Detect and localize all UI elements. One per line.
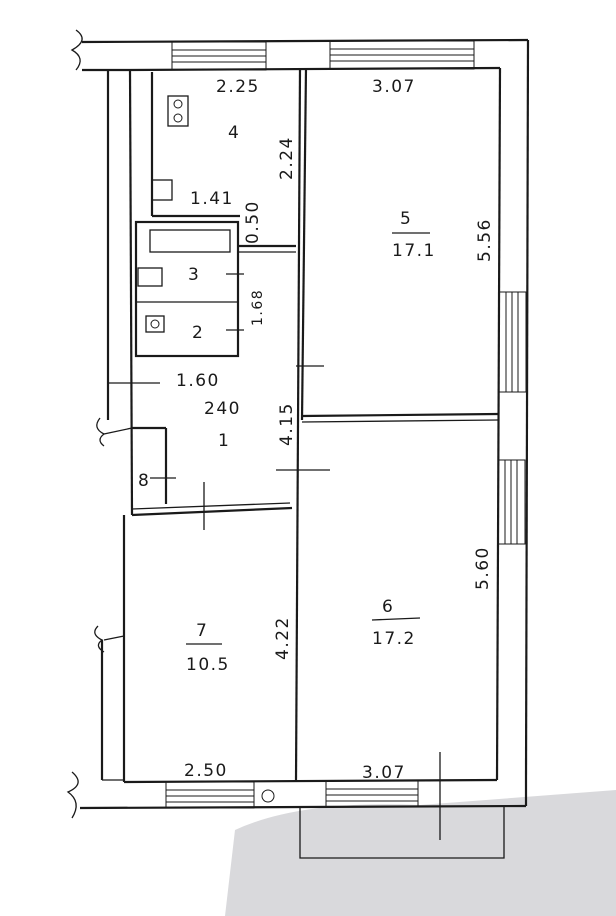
room-4-number: 4 [228,123,240,143]
window-right-lower [497,459,526,545]
window-right-upper [498,291,527,393]
dim-hall-width: 1.60 [176,371,220,391]
dim-room7-height: 4.22 [273,616,293,660]
room-1-number: 1 [218,431,230,451]
dim-wc-height: 1.68 [250,289,266,326]
room-3-number: 3 [188,265,200,285]
paper-shadow [225,790,616,916]
dim-hall-height: 4.15 [277,402,297,446]
dim-room7-width: 2.50 [184,761,228,781]
window-top-left [171,41,267,71]
windows [165,40,527,809]
dim-room5-width: 3.07 [372,77,416,97]
room-2-number: 2 [192,323,204,343]
dim-room5-height: 5.56 [475,218,495,262]
dim-bath-width: 1.41 [190,189,234,209]
window-bottom-left [165,781,255,809]
dim-room6-width: 3.07 [362,763,406,783]
interior-walls [108,67,499,781]
dim-room4-height: 2.24 [277,136,297,180]
room-6-area: 17.2 [372,629,416,649]
room-labels: 4 5 17.1 3 2 240 1 8 6 17.2 7 10.5 [138,123,436,675]
window-bottom-right [325,780,419,808]
dim-room4-width: 2.25 [216,77,260,97]
room-5-number: 5 [400,209,412,229]
room-6-number: 6 [382,597,394,617]
room-5-area: 17.1 [392,241,436,261]
window-top-right [329,40,475,70]
room-8-number: 8 [138,471,150,491]
dim-bath-gap: 0.50 [243,200,263,244]
room-7-number: 7 [196,621,208,641]
dim-room6-height: 5.60 [473,546,493,590]
dimension-labels: 2.25 2.24 3.07 5.56 1.41 0.50 1.68 1.60 … [176,77,495,783]
outer-walls [66,29,530,819]
balcony [261,752,505,859]
room-1-area: 240 [204,399,241,419]
room-7-area: 10.5 [186,655,230,675]
